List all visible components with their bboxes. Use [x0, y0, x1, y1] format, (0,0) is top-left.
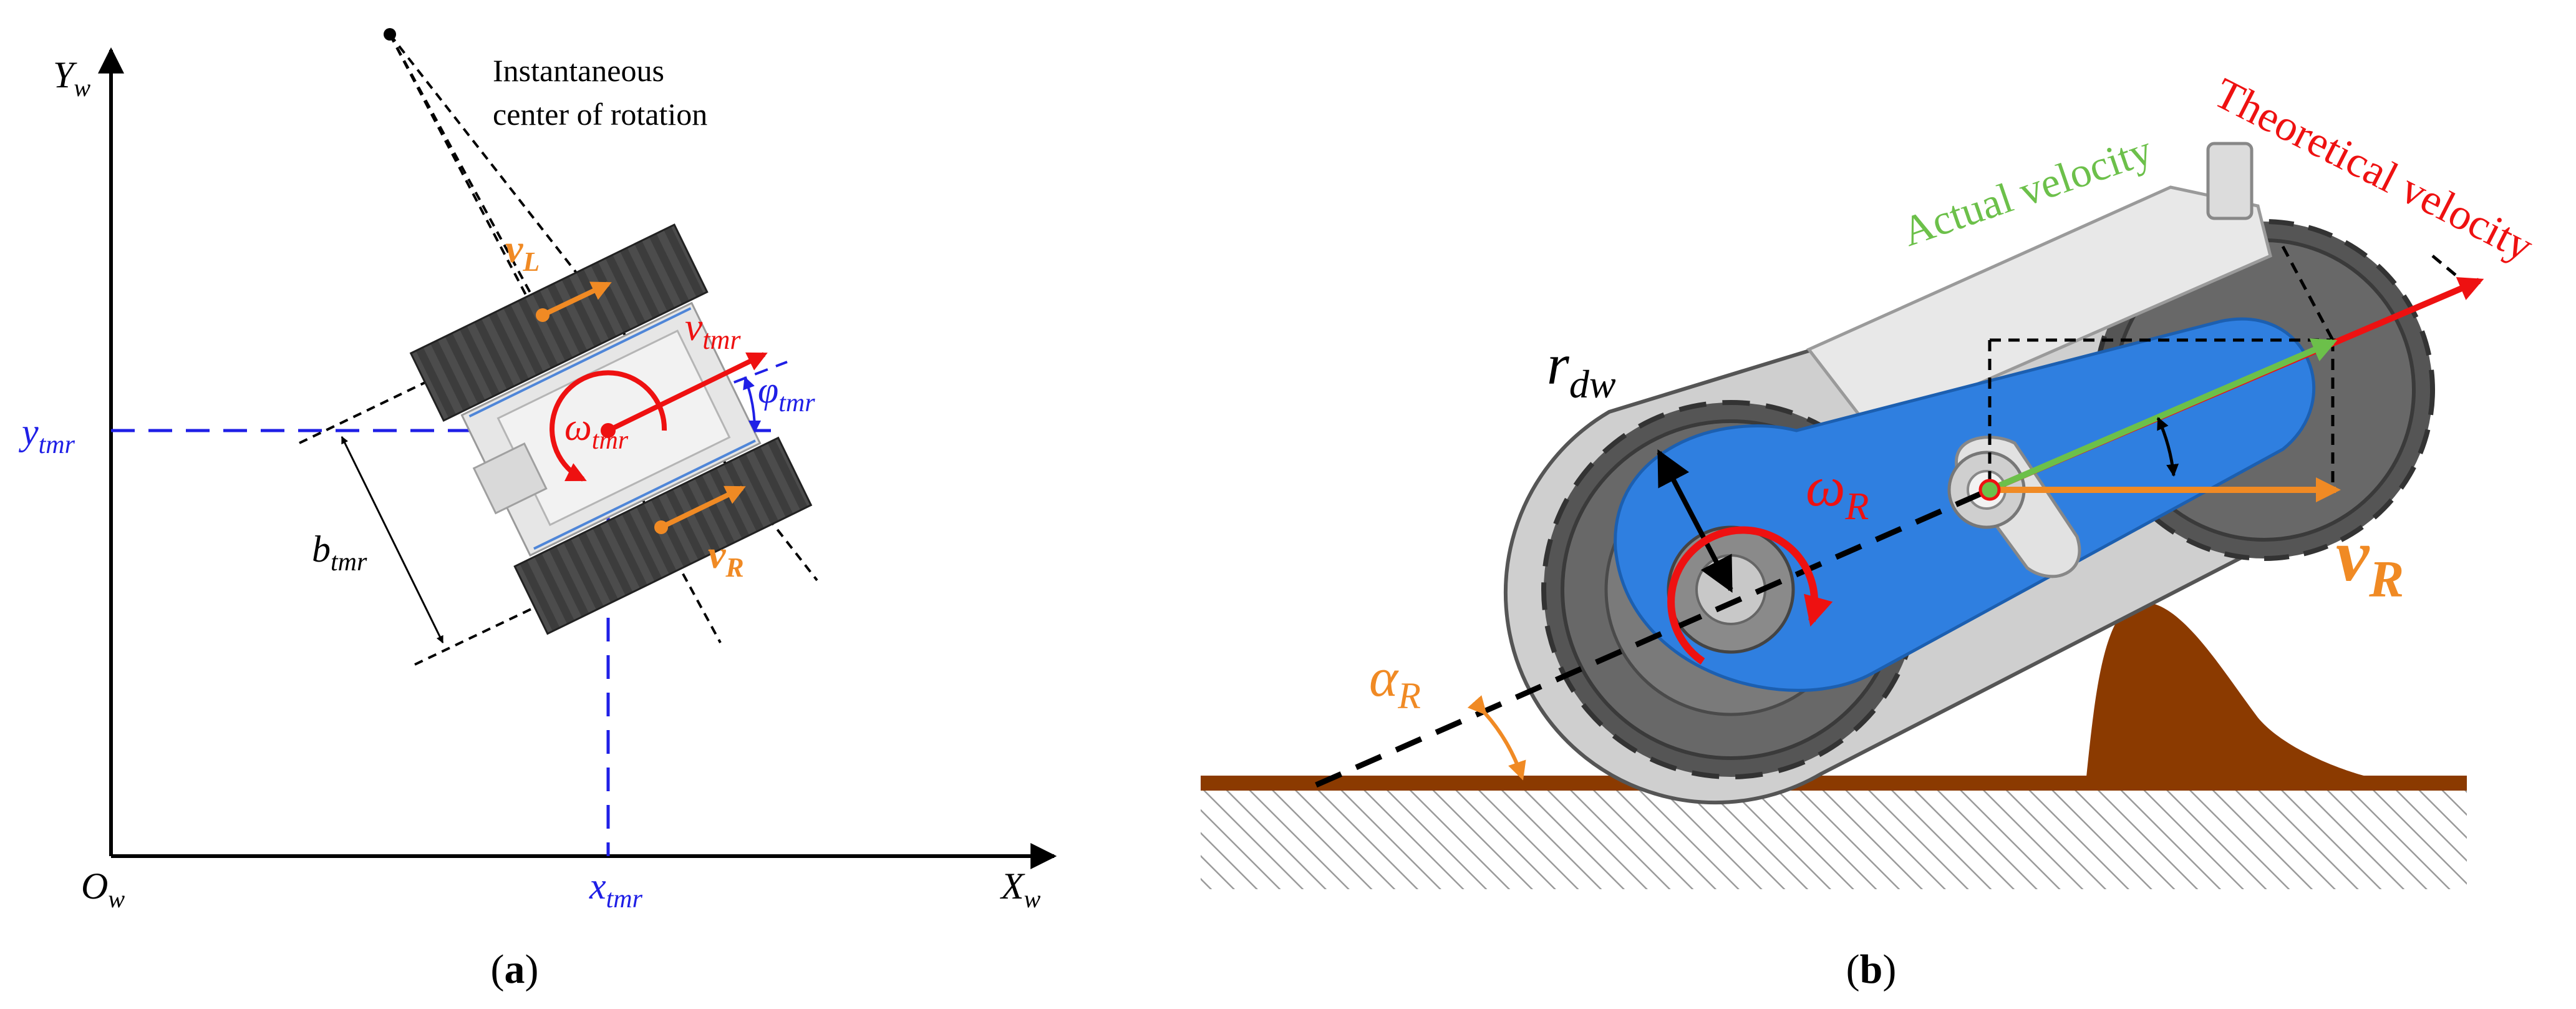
alpha-R-label: αR — [1369, 648, 1421, 716]
axis-x-label: Xw — [1000, 865, 1041, 913]
blue-frame-top — [468, 307, 692, 418]
v-L-label: vL — [505, 227, 540, 277]
robot-center — [601, 423, 616, 438]
caption-a: (a) — [491, 947, 539, 992]
panel-a: Instantaneous center of rotation Yw Xw O… — [18, 28, 1057, 992]
v-L-arrow — [541, 281, 612, 318]
velocity-angle-arc — [2156, 417, 2179, 477]
y-tmr-label: ytmr — [18, 411, 75, 459]
bracket — [2206, 142, 2254, 220]
tracked-robot-side-view — [1503, 142, 2435, 805]
icr-label-line2: center of rotation — [493, 97, 707, 132]
ground-hatch — [1201, 789, 2467, 889]
alpha-R-arc — [1467, 695, 1526, 781]
b-tmr-label: btmr — [312, 529, 367, 577]
v-tmr-arrow — [607, 352, 768, 433]
axis-y-label: Yw — [53, 54, 90, 102]
v-R-label-b: vR — [2336, 514, 2404, 608]
ground-surface — [1201, 776, 2467, 791]
motor-box — [472, 442, 548, 515]
v-R-arrow — [660, 485, 746, 530]
guide-top-right — [2431, 255, 2471, 288]
omega-R-label: ωR — [1806, 456, 1869, 528]
b-tmr-dimension — [341, 436, 444, 644]
actual-velocity-arrow — [1988, 338, 2338, 493]
panel-b: Theoretical velocity Actual velocity rdw… — [1201, 69, 2540, 992]
caption-b: (b) — [1846, 947, 1897, 992]
phi-tmr-arc — [743, 376, 762, 433]
drive-center — [1978, 479, 2001, 501]
r-dw-arrow — [1657, 449, 1733, 593]
origin-label: Ow — [81, 865, 125, 913]
phi-tmr-label: φtmr — [758, 369, 815, 417]
blue-frame-bottom — [533, 439, 756, 550]
left-track — [409, 223, 709, 422]
omega-tmr-label: ωtmr — [564, 406, 629, 455]
omega-R-arrow — [1667, 526, 1833, 665]
obstacle-bump — [2086, 602, 2370, 777]
omega-tmr-arrow — [550, 370, 667, 482]
slope-dashed-line — [1315, 487, 1991, 788]
icr-label-line1: Instantaneous — [493, 53, 664, 88]
x-tmr-label: xtmr — [589, 865, 643, 914]
v-tmr-label: vtmr — [685, 305, 741, 355]
r-dw-label: rdw — [1547, 333, 1616, 406]
v-R-label: vR — [708, 532, 744, 583]
